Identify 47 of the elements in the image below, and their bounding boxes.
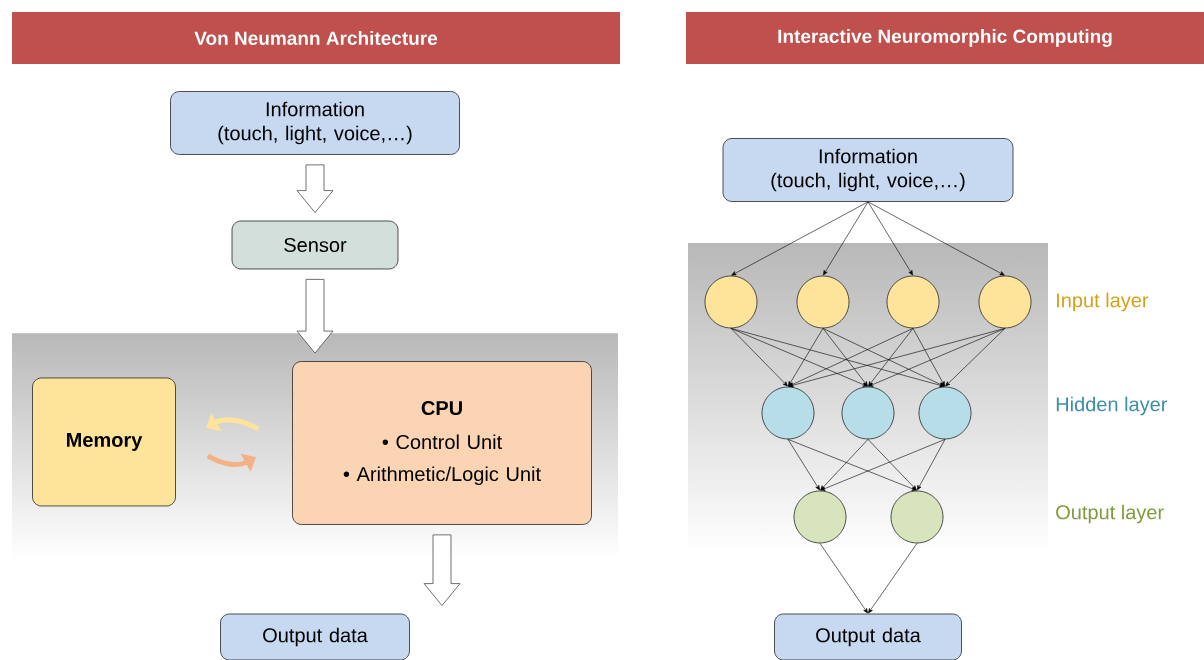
neuron-circle — [761, 386, 815, 440]
arrow — [730, 328, 868, 387]
arrow — [788, 328, 914, 387]
arrow — [822, 328, 868, 387]
arrow — [788, 328, 1006, 388]
neuron-circle — [704, 275, 758, 329]
layer-label: Input layer — [1057, 292, 1149, 312]
block-arrow — [296, 279, 334, 354]
arrow — [945, 328, 1006, 387]
layer-label: Output layer — [1056, 504, 1164, 524]
neuron-circle — [890, 490, 944, 544]
title-banner: Interactive Neuromorphic Computing — [686, 12, 1204, 64]
block-arrow — [423, 534, 461, 606]
arrow — [868, 328, 914, 387]
layer-label: Hidden layer — [1056, 396, 1168, 416]
process-box: Memory — [32, 377, 176, 507]
arrow — [867, 201, 913, 276]
arrow — [917, 439, 946, 491]
neuron-circle — [796, 275, 850, 329]
arrow — [820, 439, 869, 491]
arrow — [820, 439, 946, 491]
neuron-circle — [918, 386, 972, 440]
arrow — [867, 439, 917, 491]
arrow — [788, 328, 824, 387]
process-box: Output data — [774, 613, 962, 660]
process-box: CPU • Control Unit • Arithmetic/Logic Unit — [292, 361, 592, 525]
arrow — [868, 328, 1006, 387]
neuron-circle — [841, 386, 895, 440]
arrow — [819, 543, 868, 614]
arrow — [822, 328, 945, 387]
arrow — [730, 328, 788, 387]
arrow — [823, 201, 869, 276]
arrow — [867, 201, 1005, 276]
arrow — [787, 439, 917, 491]
arrow — [868, 543, 918, 614]
process-box: Information (touch, light, voice,…) — [722, 138, 1014, 202]
neuron-circle — [886, 275, 940, 329]
arrow — [787, 439, 820, 491]
process-box: Output data — [220, 613, 410, 660]
process-box: Information (touch, light, voice,…) — [170, 91, 460, 155]
title-banner: Von Neumann Architecture — [12, 12, 620, 64]
arrow — [731, 201, 869, 276]
neuron-circle — [793, 490, 847, 544]
block-arrow — [296, 164, 334, 213]
neuron-circle — [978, 275, 1032, 329]
arrow — [912, 328, 945, 387]
process-box: Sensor — [231, 220, 399, 270]
